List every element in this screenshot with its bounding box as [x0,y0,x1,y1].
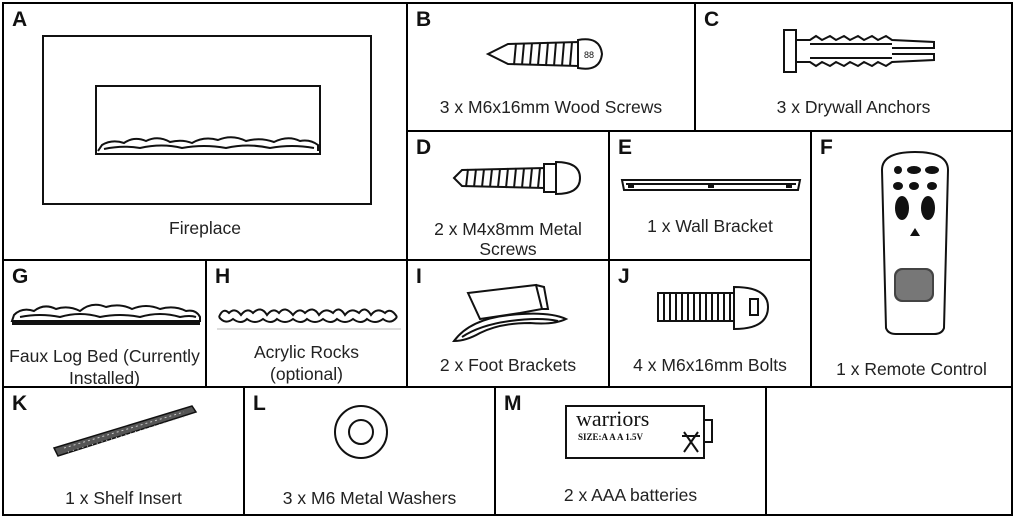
part-letter: F [820,136,833,159]
part-cell-a: A Fireplace [2,2,408,261]
part-letter: A [12,8,28,31]
drywall-anchor-icon [783,29,935,73]
part-cell-d: D 2 x M4x8mm Metal Screws [406,130,610,261]
wall-bracket-icon [620,179,802,191]
part-label: 1 x Shelf Insert [65,488,182,508]
part-label: 2 x M4x8mm Metal Screws [434,219,582,259]
part-letter: K [12,392,28,415]
part-label: Faux Log Bed (Currently Installed) [9,346,200,388]
part-label: Acrylic Rocks (optional) [253,342,359,384]
part-letter: L [253,392,266,415]
battery-size-text: SIZE:A A A 1.5V [578,432,644,442]
foot-bracket-icon [452,283,569,343]
part-cell-f: F 1 x Remote Control [810,130,1013,388]
part-label: 3 x Drywall Anchors [776,97,931,117]
part-letter: I [416,265,422,288]
part-label: 1 x Wall Bracket [647,216,773,236]
acrylic-rocks-icon [217,308,401,330]
wood-screw-icon: 88 [485,38,604,70]
part-letter: E [618,136,633,159]
washer-icon [334,405,388,459]
part-cell-l: L 3 x M6 Metal Washers [243,386,496,516]
part-cell-h: H Acrylic Rocks (optional) [205,259,408,388]
fireplace-icon [42,35,372,205]
part-cell-b: B 88 3 x M6x16mm Wood Screws [406,2,696,132]
part-label: Fireplace [169,218,241,238]
empty-cell [765,386,1013,516]
part-label: 3 x M6x16mm Wood Screws [439,97,663,117]
part-letter: H [215,265,231,288]
remote-control-icon [880,150,950,335]
part-cell-k: K 1 x Shelf Insert [2,386,245,516]
part-label: 1 x Remote Control [836,359,987,379]
part-cell-e: E 1 x Wall Bracket [608,130,812,261]
part-letter: B [416,8,432,31]
part-letter: C [704,8,720,31]
log-bed-icon [10,303,201,325]
battery-icon [565,405,713,459]
part-label: 4 x M6x16mm Bolts [633,355,787,375]
part-letter: G [12,265,29,288]
part-cell-j: J 4 x M6x16mm Bolts [608,259,812,388]
svg-text:88: 88 [584,50,594,60]
bolt-icon [657,285,770,331]
metal-screw-icon [452,160,582,196]
part-cell-c: C 3 x Drywall Anchors [694,2,1013,132]
part-cell-i: I 2 x Foot Brackets [406,259,610,388]
part-letter: J [618,265,630,288]
part-letter: D [416,136,432,159]
part-label: 2 x Foot Brackets [439,355,577,375]
part-letter: M [504,392,522,415]
part-cell-m: M warriors SIZE:A A A 1.5V 2 x AAA batte… [494,386,767,516]
shelf-insert-icon [52,405,198,457]
battery-brand: warriors [576,406,650,431]
part-label: 2 x AAA batteries [563,485,698,505]
part-cell-g: G Faux Log Bed (Currently Installed) [2,259,207,388]
part-label: 3 x M6 Metal Washers [282,488,457,508]
